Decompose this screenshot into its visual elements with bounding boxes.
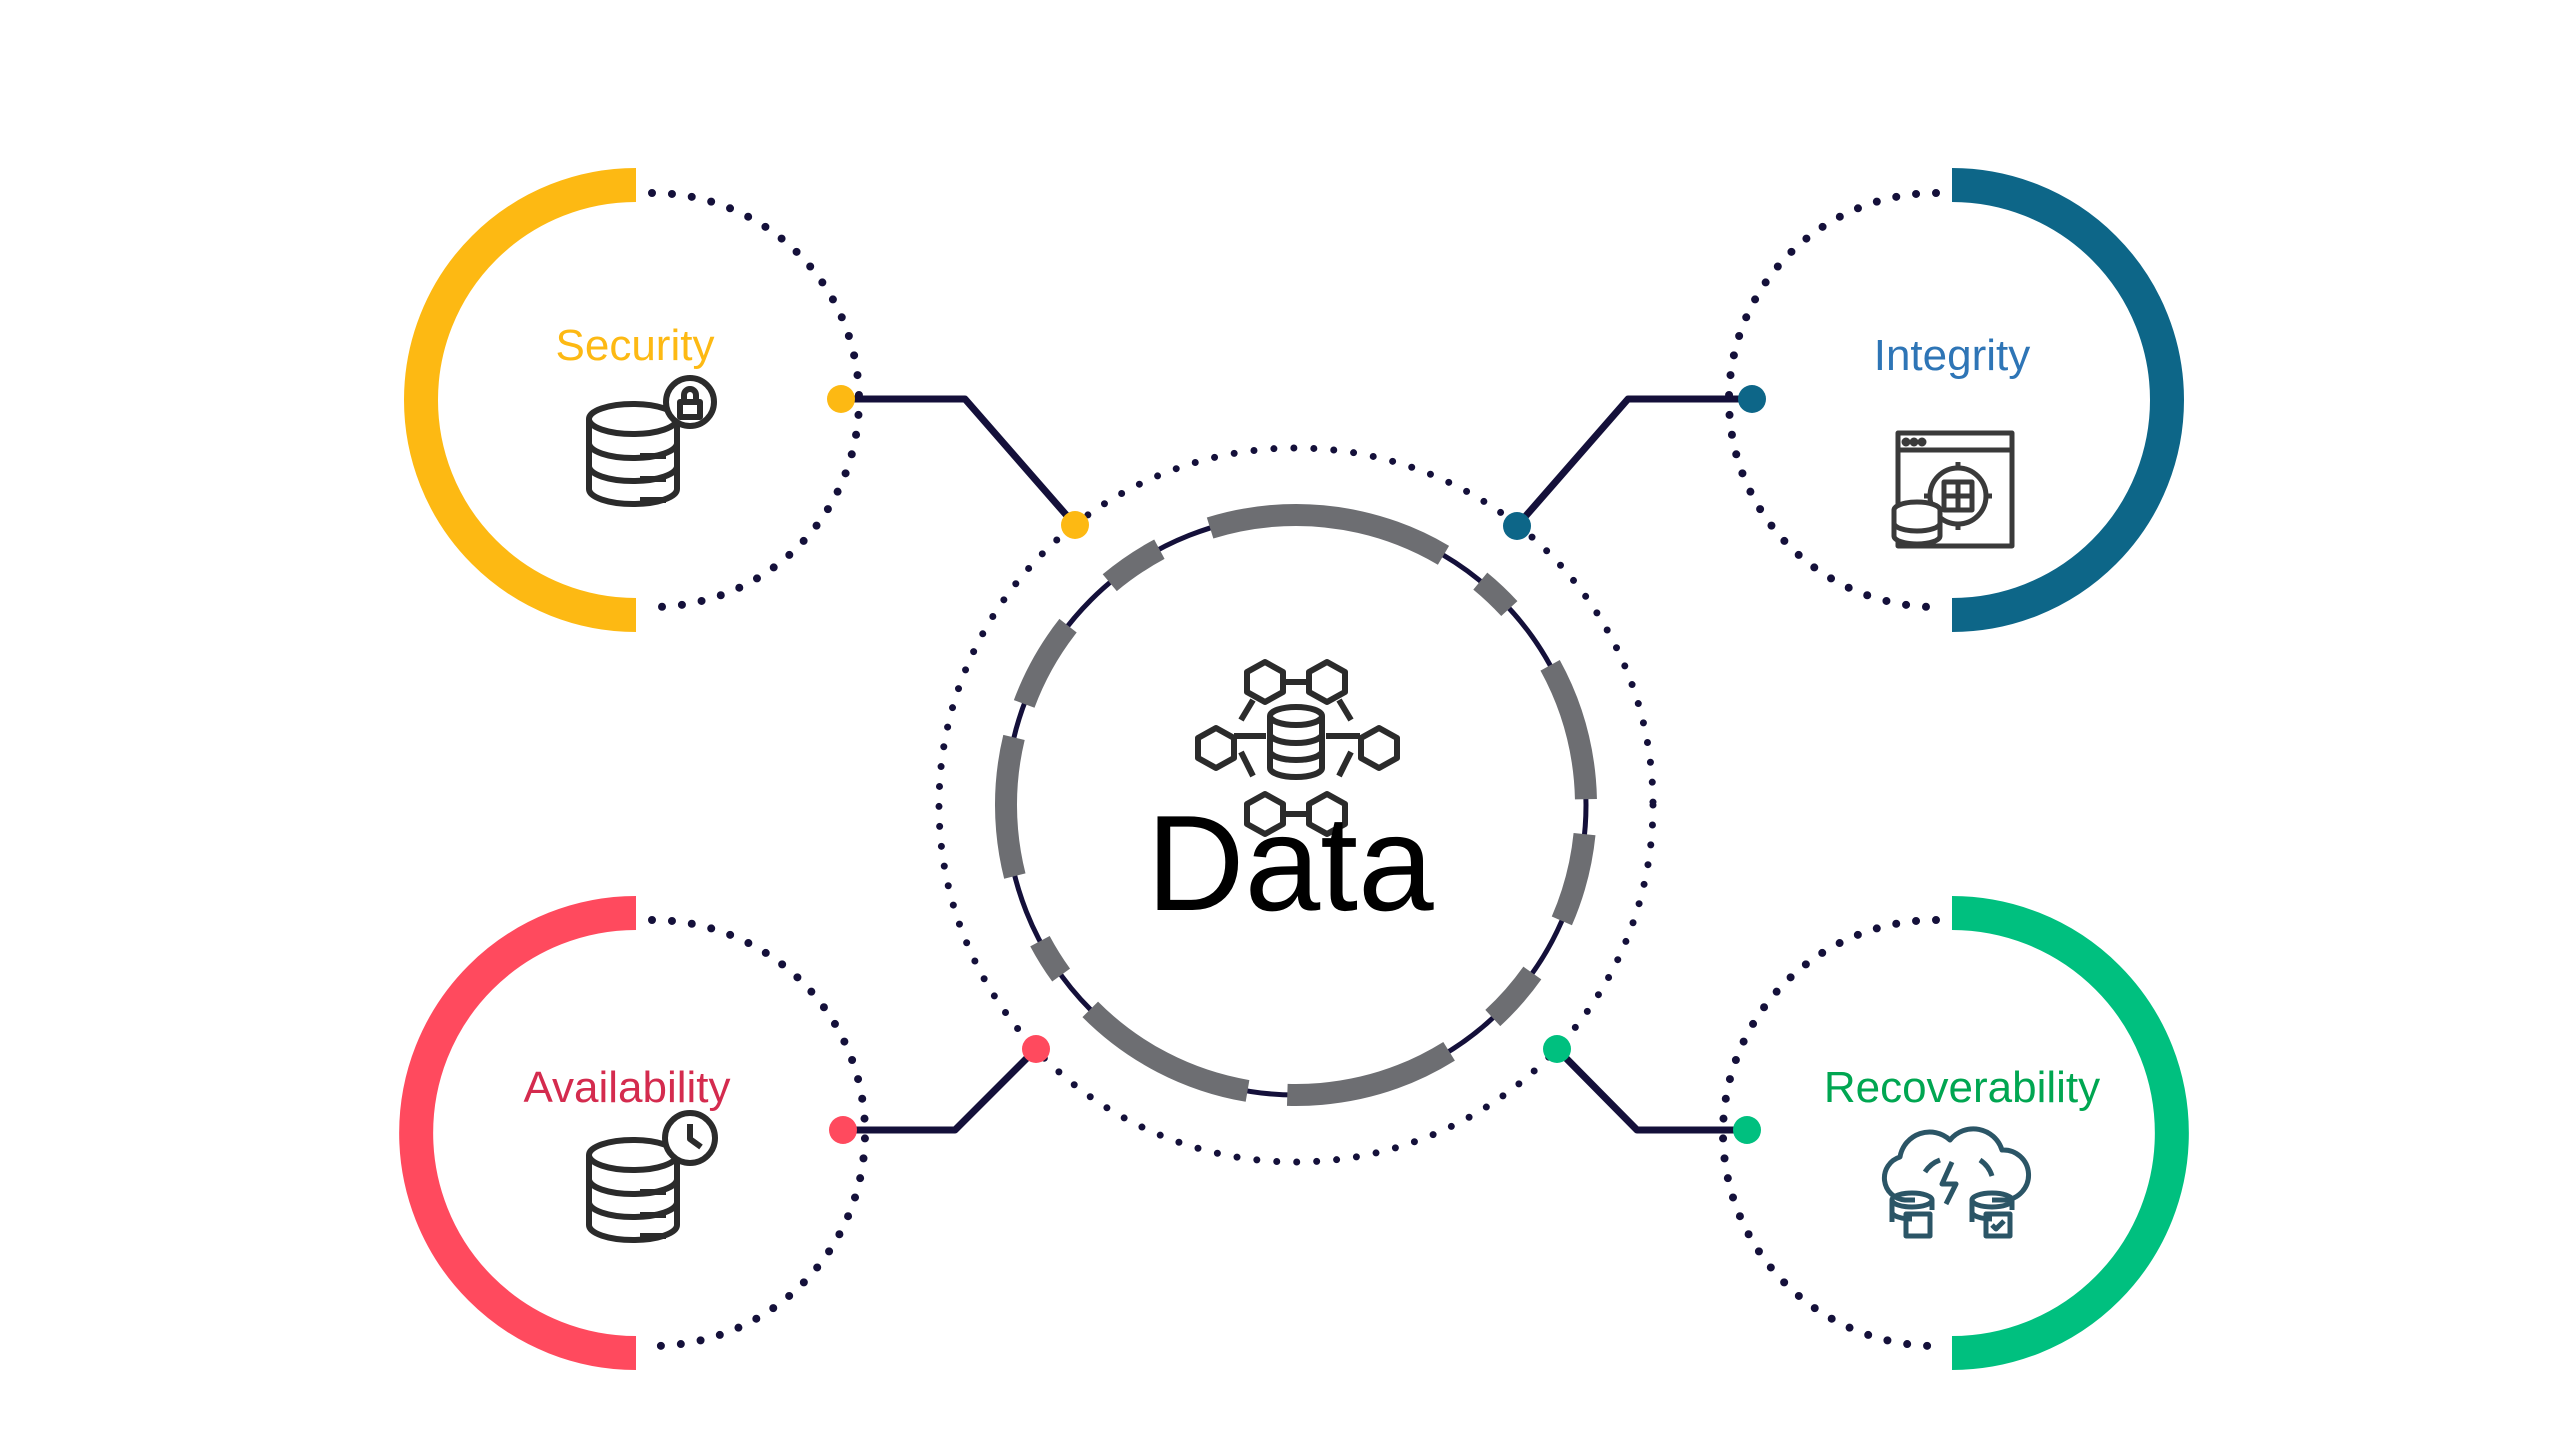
integrity-node-inner <box>1503 512 1531 540</box>
pillar-recoverability: Recoverability <box>1543 896 2189 1370</box>
security-node-outer <box>827 385 855 413</box>
database-lock-icon <box>586 375 717 507</box>
cloud-database-recovery-icon <box>1881 1126 2032 1239</box>
connector-security <box>841 395 1078 528</box>
database-network-icon <box>1195 659 1400 837</box>
center-label: Data <box>1146 787 1434 939</box>
integrity-arc <box>1951 168 2184 632</box>
integrity-node-outer <box>1738 385 1766 413</box>
pillar-security: Security <box>404 168 1089 632</box>
recoverability-dotted-arc <box>1719 916 1940 1350</box>
availability-dotted-arc <box>648 916 869 1350</box>
connectors <box>841 395 1752 1134</box>
pillar-integrity: Integrity <box>1503 168 2184 632</box>
center-hub: Data <box>935 444 1657 1166</box>
connector-integrity <box>1514 395 1752 529</box>
connector-availability <box>843 1046 1039 1134</box>
integrity-dotted-arc <box>1725 189 1940 611</box>
security-node-inner <box>1061 511 1089 539</box>
recoverability-node-outer <box>1733 1116 1761 1144</box>
integrity-label: Integrity <box>1874 331 2031 380</box>
availability-arc <box>399 896 637 1370</box>
security-label: Security <box>556 321 715 370</box>
recoverability-arc <box>1951 896 2189 1370</box>
availability-node-outer <box>829 1116 857 1144</box>
center-dotted-ring <box>935 444 1657 1166</box>
browser-database-gear-icon <box>1891 430 2015 549</box>
security-dotted-arc <box>648 189 863 611</box>
availability-label: Availability <box>523 1063 730 1112</box>
recoverability-node-inner <box>1543 1035 1571 1063</box>
center-segment-ring <box>995 504 1597 1106</box>
recoverability-label: Recoverability <box>1824 1063 2100 1112</box>
security-arc <box>404 168 637 632</box>
database-clock-icon <box>586 1110 718 1243</box>
availability-node-inner <box>1022 1035 1050 1063</box>
pillar-availability: Availability <box>399 896 1050 1370</box>
connector-recoverability <box>1554 1046 1747 1134</box>
